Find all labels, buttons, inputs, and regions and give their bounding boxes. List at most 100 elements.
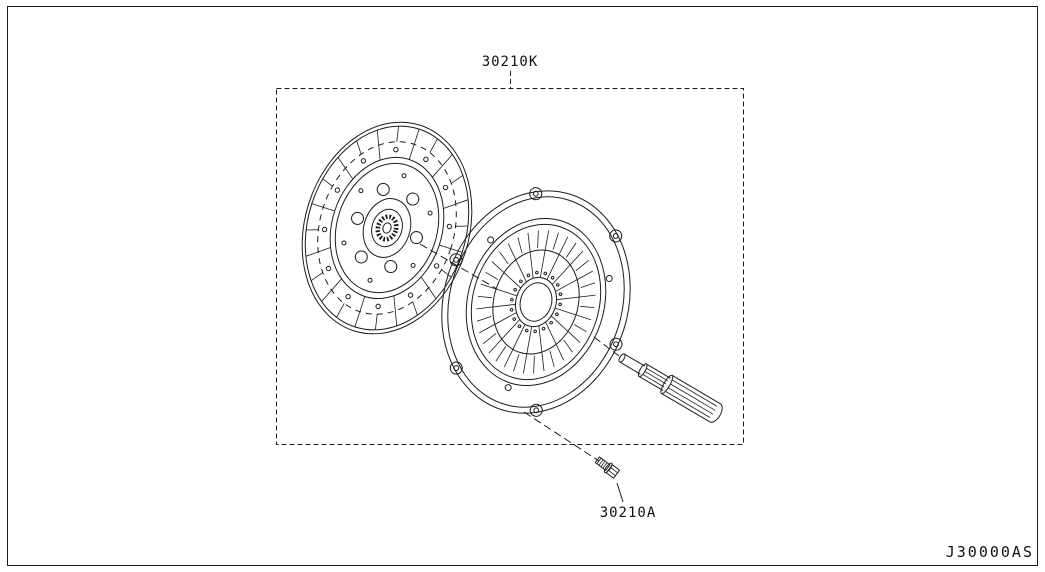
rivet-hole <box>321 226 328 233</box>
cover-finger-tip-ring <box>514 276 558 328</box>
rivet-hole <box>423 156 429 163</box>
rivet-hole <box>446 223 453 230</box>
damper-spring <box>409 231 423 245</box>
finger-slot-line <box>575 260 589 271</box>
damper-spring <box>351 211 365 225</box>
finger-slot-line <box>565 242 577 258</box>
finger-slot-end <box>550 275 555 280</box>
kit-label[interactable]: 30210K <box>482 54 539 70</box>
finger-slot-line <box>513 354 520 372</box>
disc-hub-rivets <box>341 173 433 283</box>
rivet-hole <box>407 292 414 298</box>
cover-finger-lines <box>476 230 596 374</box>
bolt-leader-line <box>523 411 600 462</box>
mount-lug <box>529 403 543 417</box>
finger-slot-line <box>476 315 492 322</box>
finger-slot-end <box>510 297 514 302</box>
finger-slot-end <box>541 326 546 331</box>
rivet-hole <box>325 265 332 272</box>
finger-slot-end <box>555 312 559 317</box>
bolt-label[interactable]: 30210A <box>600 505 657 521</box>
tool-spline-bottom <box>638 375 664 392</box>
segment-divider-line <box>306 229 319 231</box>
mount-lug <box>529 187 543 201</box>
lug-hole <box>612 233 619 239</box>
finger-slot-end <box>512 317 517 321</box>
bolt-thread-2 <box>598 459 604 466</box>
rivet-hole <box>433 263 440 269</box>
cover-lug-ring <box>449 187 623 417</box>
finger-line <box>545 321 565 361</box>
cover-fulcrum-ring <box>492 249 580 355</box>
disc-hub-spline <box>375 214 399 242</box>
finger-slot-line <box>499 251 509 265</box>
finger-line <box>488 319 521 354</box>
lug-hole <box>453 256 459 263</box>
segment-divider-line <box>375 314 378 330</box>
segment-line <box>337 157 354 180</box>
finger-slot-end <box>543 271 548 276</box>
finger-slot-end <box>524 328 529 333</box>
clutch-disc-drawing <box>301 121 473 335</box>
bolt-thread-3 <box>600 460 606 468</box>
bolt-head-facet-1 <box>610 467 618 474</box>
finger-slot-line <box>580 305 595 308</box>
finger-slot-end <box>555 283 560 287</box>
mount-lug <box>609 337 623 351</box>
mount-lug <box>449 253 463 267</box>
segment-line <box>376 130 381 161</box>
segment-divider-line <box>356 140 362 155</box>
tool-handle-line-2 <box>670 383 716 411</box>
rivet-hole <box>375 303 381 310</box>
segment-divider-line <box>310 272 323 282</box>
segment-line <box>305 247 331 257</box>
cover-outer-inner-line <box>447 196 625 408</box>
finger-slot-line <box>563 339 573 353</box>
tool-pilot-bottom <box>619 361 641 375</box>
finger-line <box>476 303 516 310</box>
bolt-thread-4 <box>602 462 608 469</box>
finger-slot-line <box>574 324 587 333</box>
cover-outer-edge <box>441 190 631 414</box>
finger-line <box>554 307 592 321</box>
finger-slot-end <box>558 302 562 307</box>
disc-outer-edge <box>301 121 473 335</box>
finger-line <box>479 312 517 334</box>
assembly-centerline-shaft <box>593 336 620 357</box>
rivet-hole <box>442 184 449 191</box>
segment-line <box>432 154 453 178</box>
cover-pressure-ring-inner <box>470 223 602 381</box>
finger-slot-end <box>558 292 563 296</box>
cover-strap-rivets <box>487 236 613 392</box>
segment-divider-line <box>336 303 345 318</box>
disc-rivet-ring <box>321 146 453 310</box>
finger-slot-end <box>517 324 522 329</box>
strap-rivet <box>605 274 613 282</box>
rivet-hole <box>334 187 341 193</box>
segment-line <box>408 128 420 160</box>
hub-rivet <box>341 240 347 246</box>
finger-line <box>503 324 526 368</box>
segment-line <box>393 295 398 326</box>
finger-line <box>550 315 581 343</box>
sheet-code: J30000AS <box>946 543 1034 561</box>
cover-center-hole <box>519 282 553 322</box>
disc-hub <box>371 208 403 248</box>
bolt-drawing <box>594 456 621 479</box>
finger-line <box>491 261 522 289</box>
clutch-cover-drawing <box>441 187 631 417</box>
finger-line <box>555 270 593 292</box>
segment-divider-line <box>396 126 399 142</box>
bolt-label-leader <box>616 482 624 503</box>
finger-slot-line <box>533 355 535 374</box>
tool-handle-line-4 <box>665 391 711 418</box>
finger-slot-end <box>519 279 523 284</box>
segment-line <box>311 203 335 212</box>
finger-line <box>480 283 518 297</box>
hub-rivet <box>401 173 407 179</box>
segment-line <box>321 278 342 302</box>
finger-slot-end <box>526 273 531 278</box>
finger-slot-line <box>483 333 497 344</box>
finger-slot-line <box>580 282 596 289</box>
